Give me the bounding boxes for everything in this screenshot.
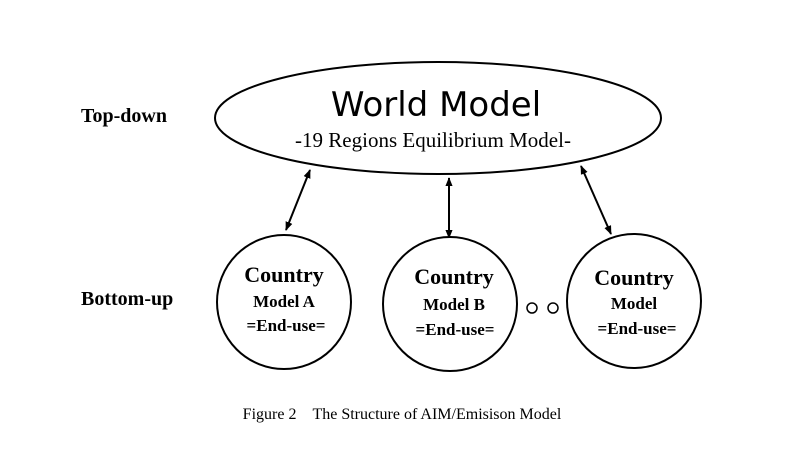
country-model-b-line1: Model B: [423, 295, 485, 314]
world-model-ellipse: [214, 61, 662, 175]
country-model-n-title: Country: [594, 265, 673, 290]
country-model-a-line1: Model A: [253, 292, 316, 311]
label-bottom-up: Bottom-up: [81, 288, 173, 310]
ellipsis-dot-2: [547, 302, 559, 314]
country-model-n-circle: [566, 233, 702, 369]
country-model-b-title: Country: [414, 264, 493, 289]
world-model-subtitle: -19 Regions Equilibrium Model-: [295, 128, 571, 152]
figure-caption: Figure 2 The Structure of AIM/Emisison M…: [243, 406, 562, 423]
country-model-n-line1: Model: [611, 294, 658, 313]
arrow-world-country-n: [580, 165, 612, 235]
world-model-title: World Model: [331, 85, 541, 125]
label-top-down: Top-down: [81, 105, 167, 127]
country-model-n-line2: =End-use=: [598, 319, 677, 338]
country-model-b-line2: =End-use=: [416, 320, 495, 339]
country-model-a-circle: [216, 234, 352, 370]
country-model-b-circle: [382, 236, 518, 372]
country-model-a-title: Country: [244, 262, 323, 287]
ellipsis-dot-1: [526, 302, 538, 314]
arrow-world-country-a: [285, 169, 311, 231]
country-model-a-line2: =End-use=: [247, 316, 326, 335]
